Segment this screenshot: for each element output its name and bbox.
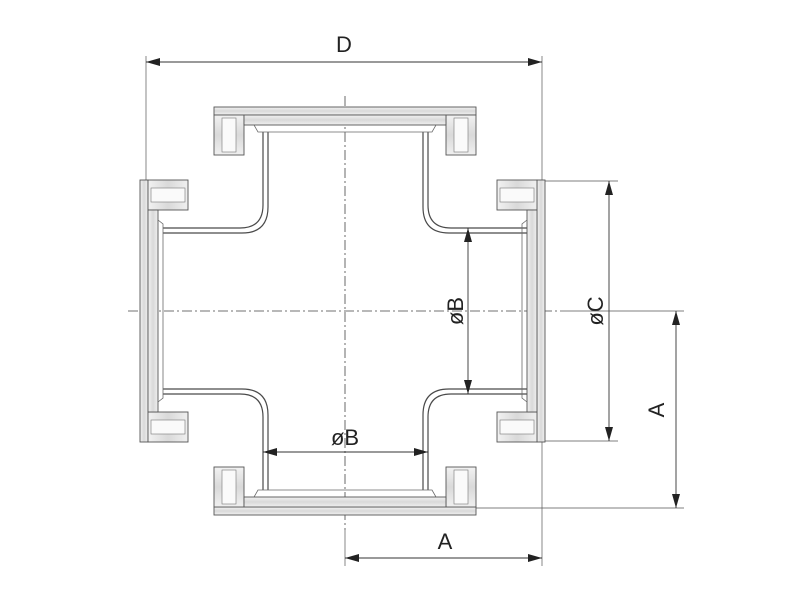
- dimension-b-horizontal-label: øB: [331, 425, 359, 450]
- flange-left-knife-edge: [147, 209, 159, 413]
- flange-left-bolt-hole-top: [150, 187, 186, 203]
- dimension-b-horizontal: øB: [263, 425, 428, 456]
- dimension-b-vertical-arrow-bottom: [464, 380, 472, 394]
- dimension-a-vertical: A: [476, 310, 684, 509]
- body-wall-bottom-right: [427, 393, 527, 490]
- flange-bottom-rim: [213, 506, 477, 516]
- dimension-a-vertical-label: A: [644, 402, 669, 417]
- flange-left: [139, 179, 189, 443]
- flange-left-bolt-hole-bottom: [150, 419, 186, 435]
- flange-bottom-bevel: [253, 489, 437, 498]
- flange-top-rim: [213, 106, 477, 116]
- dimension-a-vertical-arrow-top: [672, 311, 680, 325]
- dimension-a-horizontal-arrow-right: [528, 554, 542, 562]
- body-wall-bottom-left: [163, 393, 264, 490]
- flange-right-rim: [536, 179, 546, 443]
- flange-top: [213, 106, 477, 156]
- flange-bottom-bolt-hole-right: [453, 469, 469, 505]
- dimension-a-horizontal: A: [344, 442, 543, 566]
- dimension-b-horizontal-arrow-left: [263, 448, 277, 456]
- flange-right-bolt-hole-top: [499, 187, 535, 203]
- flange-top-knife-edge: [243, 114, 447, 126]
- body-wall-bottom-left-inner: [163, 388, 269, 490]
- flange-right-bolt-hole-bottom: [499, 419, 535, 435]
- flange-top-bevel: [253, 124, 437, 133]
- flange-left-rim: [139, 179, 149, 443]
- dimension-d-arrow-right: [528, 58, 542, 66]
- flange-right: [496, 179, 546, 443]
- flange-bottom: [213, 466, 477, 516]
- dimension-a-horizontal-label: A: [438, 529, 453, 554]
- cross-body: [163, 132, 527, 490]
- body-wall-top-right: [427, 132, 527, 229]
- dimension-b-vertical-arrow-top: [464, 228, 472, 242]
- flange-left-bevel: [157, 219, 164, 403]
- flange-bottom-knife-edge: [243, 496, 447, 508]
- dimension-c-arrow-bottom: [605, 427, 613, 441]
- centerlines: [128, 96, 560, 530]
- dimension-d-label: D: [336, 32, 352, 57]
- flange-right-bevel: [521, 219, 528, 403]
- dimension-b-vertical: øB: [443, 228, 472, 394]
- dimension-d: D: [145, 32, 543, 180]
- dimension-a-vertical-arrow-bottom: [672, 494, 680, 508]
- dimension-b-horizontal-arrow-right: [414, 448, 428, 456]
- body-wall-top-left: [163, 132, 264, 229]
- flange-bottom-bolt-hole-left: [221, 469, 237, 505]
- dimension-b-vertical-label: øB: [443, 297, 468, 325]
- flange-right-knife-edge: [526, 209, 538, 413]
- body-wall-top-right-inner: [422, 132, 527, 234]
- dimension-d-arrow-left: [146, 58, 160, 66]
- body-wall-bottom-right-inner: [422, 388, 527, 490]
- flange-top-bolt-hole-left: [221, 117, 237, 153]
- dimension-a-horizontal-arrow-left: [345, 554, 359, 562]
- body-wall-top-left-inner: [163, 132, 269, 234]
- dimension-c-arrow-top: [605, 181, 613, 195]
- flange-top-bolt-hole-right: [453, 117, 469, 153]
